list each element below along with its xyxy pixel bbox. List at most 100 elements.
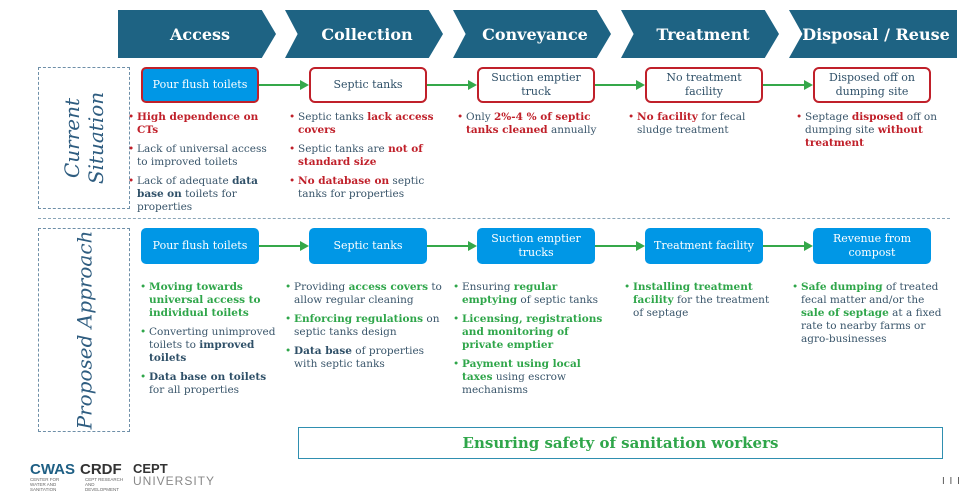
cept-logo-text: CEPT bbox=[133, 461, 168, 476]
stage-label: Conveyance bbox=[482, 24, 588, 44]
proposed-box-conveyance: Suction emptier trucks bbox=[477, 228, 595, 264]
proposed-approach-label: Proposed Approach bbox=[38, 228, 130, 432]
stage-label: Disposal / Reuse bbox=[802, 24, 950, 44]
banner-text: Ensuring safety of sanitation workers bbox=[462, 434, 779, 452]
proposed-conveyance-list: Ensuring regular emptying of septic tank… bbox=[453, 281, 613, 403]
arrow-right-icon bbox=[763, 79, 813, 91]
logo-strip: CWAS CENTER FOR WATER AND SANITATION CRD… bbox=[30, 462, 215, 492]
emphasis-text: improved toilets bbox=[149, 339, 255, 364]
current-label-line1: Current bbox=[60, 97, 85, 179]
box-label: Treatment facility bbox=[653, 239, 754, 252]
emphasis-text: Safe dumping bbox=[801, 281, 883, 293]
cept-logo: CEPT UNIVERSITY bbox=[127, 462, 215, 487]
bullet-item: High dependence on CTs bbox=[128, 111, 276, 137]
bullet-item: Ensuring regular emptying of septic tank… bbox=[453, 281, 613, 307]
stage-header: Access Collection Conveyance Treatment D… bbox=[0, 0, 964, 64]
current-disposal-list: Septage disposed off on dumping site wit… bbox=[796, 111, 946, 156]
current-collection-list: Septic tanks lack access coversSeptic ta… bbox=[289, 111, 441, 207]
crdf-logo-subtext: CEPT RESEARCH AND DEVELOPMENT FOUNDATION bbox=[85, 477, 124, 492]
box-label: No treatment facility bbox=[666, 71, 742, 98]
proposed-disposal-list: Safe dumping of treated fecal matter and… bbox=[792, 281, 948, 352]
current-box-conveyance: Suction emptier truck bbox=[477, 67, 595, 103]
bullet-item: Septic tanks lack access covers bbox=[289, 111, 441, 137]
emphasis-text: Installing treatment facility bbox=[633, 281, 753, 306]
stage-conveyance: Conveyance bbox=[453, 10, 611, 58]
bullet-item: Septage disposed off on dumping site wit… bbox=[796, 111, 946, 150]
bullet-item: Data base on toilets for all properties bbox=[140, 371, 280, 397]
stage-label: Access bbox=[169, 24, 231, 44]
emphasis-text: data base bbox=[137, 175, 258, 200]
emphasis-text: Licensing, registrations and monitoring … bbox=[462, 313, 603, 351]
current-conveyance-list: Only 2%-4 % of septic tanks cleaned annu… bbox=[457, 111, 617, 143]
proposed-box-disposal: Revenue from compost bbox=[813, 228, 931, 264]
emphasis-text: on bbox=[167, 188, 182, 200]
bullet-item: No facility for fecal sludge treatment bbox=[628, 111, 778, 137]
emphasis-text: not of standard size bbox=[298, 143, 423, 168]
current-access-list: High dependence on CTsLack of universal … bbox=[128, 111, 276, 220]
proposed-access-list: Moving towards universal access to indiv… bbox=[140, 281, 280, 403]
emphasis-text: No facility bbox=[637, 111, 698, 123]
bullet-item: Enforcing regulations on septic tanks de… bbox=[285, 313, 445, 339]
emphasis-text: Payment using local taxes bbox=[462, 358, 581, 383]
box-label: Revenue from compost bbox=[832, 232, 912, 259]
cwas-logo: CWAS CENTER FOR WATER AND SANITATION bbox=[30, 462, 75, 492]
proposed-box-collection: Septic tanks bbox=[309, 228, 427, 264]
arrow-right-icon bbox=[427, 79, 477, 91]
emphasis-text: disposed bbox=[851, 111, 904, 123]
emphasis-text: 2%-4 % of septic tanks cleaned bbox=[466, 111, 591, 136]
box-label: Suction emptier trucks bbox=[491, 232, 581, 259]
stage-treatment: Treatment bbox=[621, 10, 779, 58]
stage-collection: Collection bbox=[285, 10, 443, 58]
arrow-right-icon bbox=[259, 79, 309, 91]
emphasis-text: sale of septage bbox=[801, 307, 889, 319]
proposed-approach-text: Proposed Approach bbox=[72, 230, 97, 430]
current-box-treatment: No treatment facility bbox=[645, 67, 763, 103]
arrow-right-icon bbox=[595, 240, 645, 252]
crdf-logo: CRDF CEPT RESEARCH AND DEVELOPMENT FOUND… bbox=[75, 462, 127, 492]
emphasis-text: Enforcing regulations bbox=[294, 313, 424, 325]
page-indicator: I I I bbox=[942, 476, 961, 487]
current-box-disposal: Disposed off on dumping site bbox=[813, 67, 931, 103]
row-divider bbox=[38, 218, 950, 219]
cwas-logo-subtext: CENTER FOR WATER AND SANITATION bbox=[30, 477, 60, 492]
safety-banner: Ensuring safety of sanitation workers bbox=[298, 427, 943, 459]
emphasis-text: access covers bbox=[348, 281, 428, 293]
current-box-collection: Septic tanks bbox=[309, 67, 427, 103]
current-treatment-list: No facility for fecal sludge treatment bbox=[628, 111, 778, 143]
bullet-item: Providing access covers to allow regular… bbox=[285, 281, 445, 307]
bullet-item: Installing treatment facility for the tr… bbox=[624, 281, 776, 320]
emphasis-text: regular emptying bbox=[462, 281, 558, 306]
arrow-right-icon bbox=[595, 79, 645, 91]
cwas-logo-text: CWAS bbox=[30, 461, 75, 478]
bullet-item: Lack of universal access to improved toi… bbox=[128, 143, 276, 169]
proposed-box-access: Pour flush toilets bbox=[141, 228, 259, 264]
bullet-item: Converting unimproved toilets to improve… bbox=[140, 326, 280, 365]
box-label: Pour flush toilets bbox=[152, 239, 248, 252]
arrow-right-icon bbox=[259, 240, 309, 252]
bullet-item: Safe dumping of treated fecal matter and… bbox=[792, 281, 948, 346]
box-label: Septic tanks bbox=[333, 239, 403, 252]
box-label: Disposed off on dumping site bbox=[829, 71, 915, 98]
bullet-item: Only 2%-4 % of septic tanks cleaned annu… bbox=[457, 111, 617, 137]
emphasis-text: Moving towards universal access to indiv… bbox=[149, 281, 261, 319]
stage-disposal: Disposal / Reuse bbox=[789, 10, 957, 58]
stage-label: Treatment bbox=[656, 24, 750, 44]
emphasis-text: Data base on toilets bbox=[149, 371, 267, 383]
stage-access: Access bbox=[118, 10, 276, 58]
proposed-box-treatment: Treatment facility bbox=[645, 228, 763, 264]
stage-label: Collection bbox=[321, 24, 413, 44]
emphasis-text: without treatment bbox=[805, 124, 923, 149]
emphasis-text: lack access covers bbox=[298, 111, 434, 136]
emphasis-text: High dependence on CTs bbox=[137, 111, 259, 136]
box-label: Pour flush toilets bbox=[152, 78, 248, 91]
arrow-right-icon bbox=[427, 240, 477, 252]
arrow-right-icon bbox=[763, 240, 813, 252]
bullet-item: Septic tanks are not of standard size bbox=[289, 143, 441, 169]
box-label: Septic tanks bbox=[333, 78, 403, 91]
bullet-item: Lack of adequate data base on toilets fo… bbox=[128, 175, 276, 214]
current-label-line2: Situation bbox=[84, 91, 109, 185]
crdf-logo-text: CRDF bbox=[80, 461, 122, 478]
bullet-item: No database on septic tanks for properti… bbox=[289, 175, 441, 201]
